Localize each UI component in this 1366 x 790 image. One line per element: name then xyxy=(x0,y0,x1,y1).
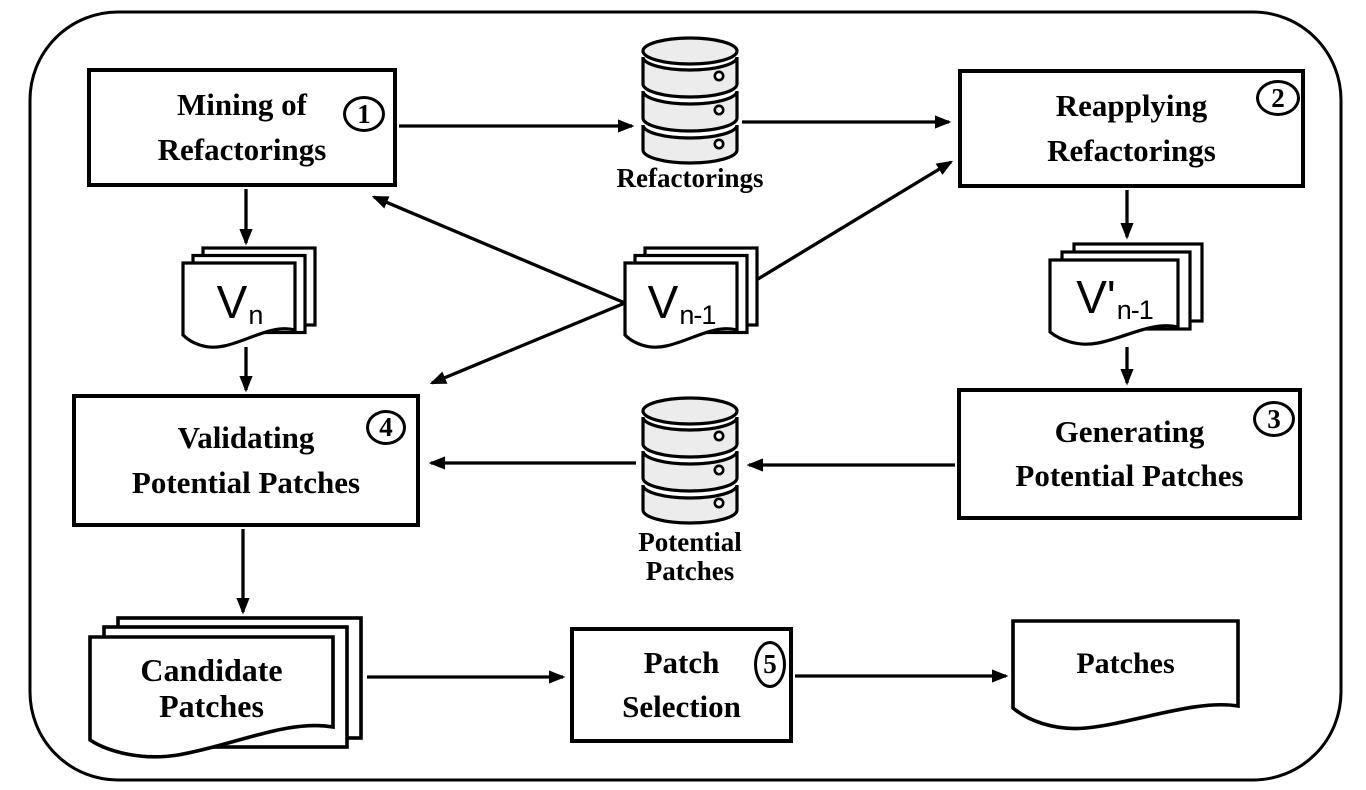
arrow-vn1-to-mining xyxy=(371,195,626,305)
document-stack-vn1-icon xyxy=(623,246,759,349)
process-box-reapplying-refactorings: Reapplying Refactorings 2 xyxy=(958,69,1305,188)
doc-label-line: Candidate xyxy=(140,652,283,689)
arrow-vn1-to-validating xyxy=(429,301,626,385)
step-badge-2: 2 xyxy=(1256,80,1300,116)
process-box-patch-selection: Patch Selection 5 xyxy=(570,627,793,743)
vpn1-document-label: V'n-1 xyxy=(1050,258,1178,335)
document-stack-vpn1-icon xyxy=(1048,242,1204,346)
patches-label: Patches xyxy=(1013,619,1238,709)
box-label-line: Generating xyxy=(1054,413,1205,449)
db-label-line: Refactorings xyxy=(616,163,764,193)
db-label-line: Patches xyxy=(645,556,735,587)
box-label-line: Patch xyxy=(643,644,720,680)
arrow-vn1-to-reapplying xyxy=(752,160,954,284)
refactorings-db-label: Refactorings xyxy=(565,163,815,193)
step-number: 3 xyxy=(1267,403,1281,434)
box-label-line: Reapplying xyxy=(1055,88,1208,124)
version-subscript: n xyxy=(248,300,263,330)
document-patches-icon xyxy=(1011,619,1240,731)
step-badge-5: 5 xyxy=(754,641,786,688)
document-stack-candidate-patches-icon xyxy=(88,616,363,759)
box-label-line: Mining of xyxy=(176,87,308,123)
arrows-group xyxy=(236,115,1134,684)
step-badge-4: 4 xyxy=(366,410,406,445)
process-box-mining-of-refactorings: Mining of Refactorings 1 xyxy=(87,68,397,187)
step-badge-1: 1 xyxy=(343,96,385,132)
version-subscript: n-1 xyxy=(1116,295,1154,325)
box-label-line: Refactorings xyxy=(1047,132,1216,168)
step-number: 2 xyxy=(1271,82,1285,113)
outer-border xyxy=(28,10,1343,782)
step-badge-3: 3 xyxy=(1253,401,1295,437)
candidate-patches-label: Candidate Patches xyxy=(90,633,333,745)
step-number: 4 xyxy=(379,412,393,442)
box-label-line: Potential Patches xyxy=(131,464,361,500)
version-symbol: V xyxy=(647,275,679,328)
doc-label-line: Patches xyxy=(1076,647,1175,681)
doc-label-line: Patches xyxy=(159,688,264,724)
process-box-validating-potential-patches: Validating Potential Patches 4 xyxy=(72,394,420,527)
box-label-line: Validating xyxy=(177,420,315,456)
box-label-line: Refactorings xyxy=(157,131,327,167)
box-label-line: Selection xyxy=(622,689,741,724)
box-label-line: Potential Patches xyxy=(1015,458,1244,493)
potential-patches-db-label: Potential Patches xyxy=(590,527,790,587)
version-symbol: V xyxy=(216,275,248,328)
version-symbol: V' xyxy=(1076,270,1116,323)
refactorings-database-icon xyxy=(641,36,739,165)
potential-patches-database-icon xyxy=(641,396,739,525)
process-box-generating-potential-patches: Generating Potential Patches 3 xyxy=(957,388,1302,520)
version-subscript: n-1 xyxy=(679,300,716,330)
document-stack-vn-icon xyxy=(181,246,317,349)
db-label-line: Potential xyxy=(638,527,742,557)
step-number: 5 xyxy=(763,649,777,679)
step-number: 1 xyxy=(357,98,371,129)
